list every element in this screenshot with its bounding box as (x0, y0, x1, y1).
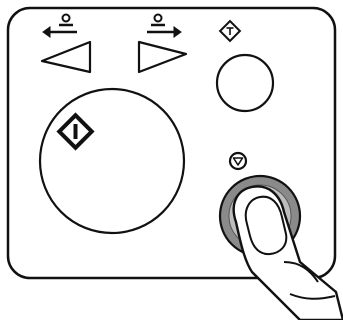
stop-circle-icon (230, 153, 246, 169)
start-key (40, 89, 184, 233)
start-button[interactable] (40, 89, 184, 233)
interrupt-key (217, 55, 273, 111)
